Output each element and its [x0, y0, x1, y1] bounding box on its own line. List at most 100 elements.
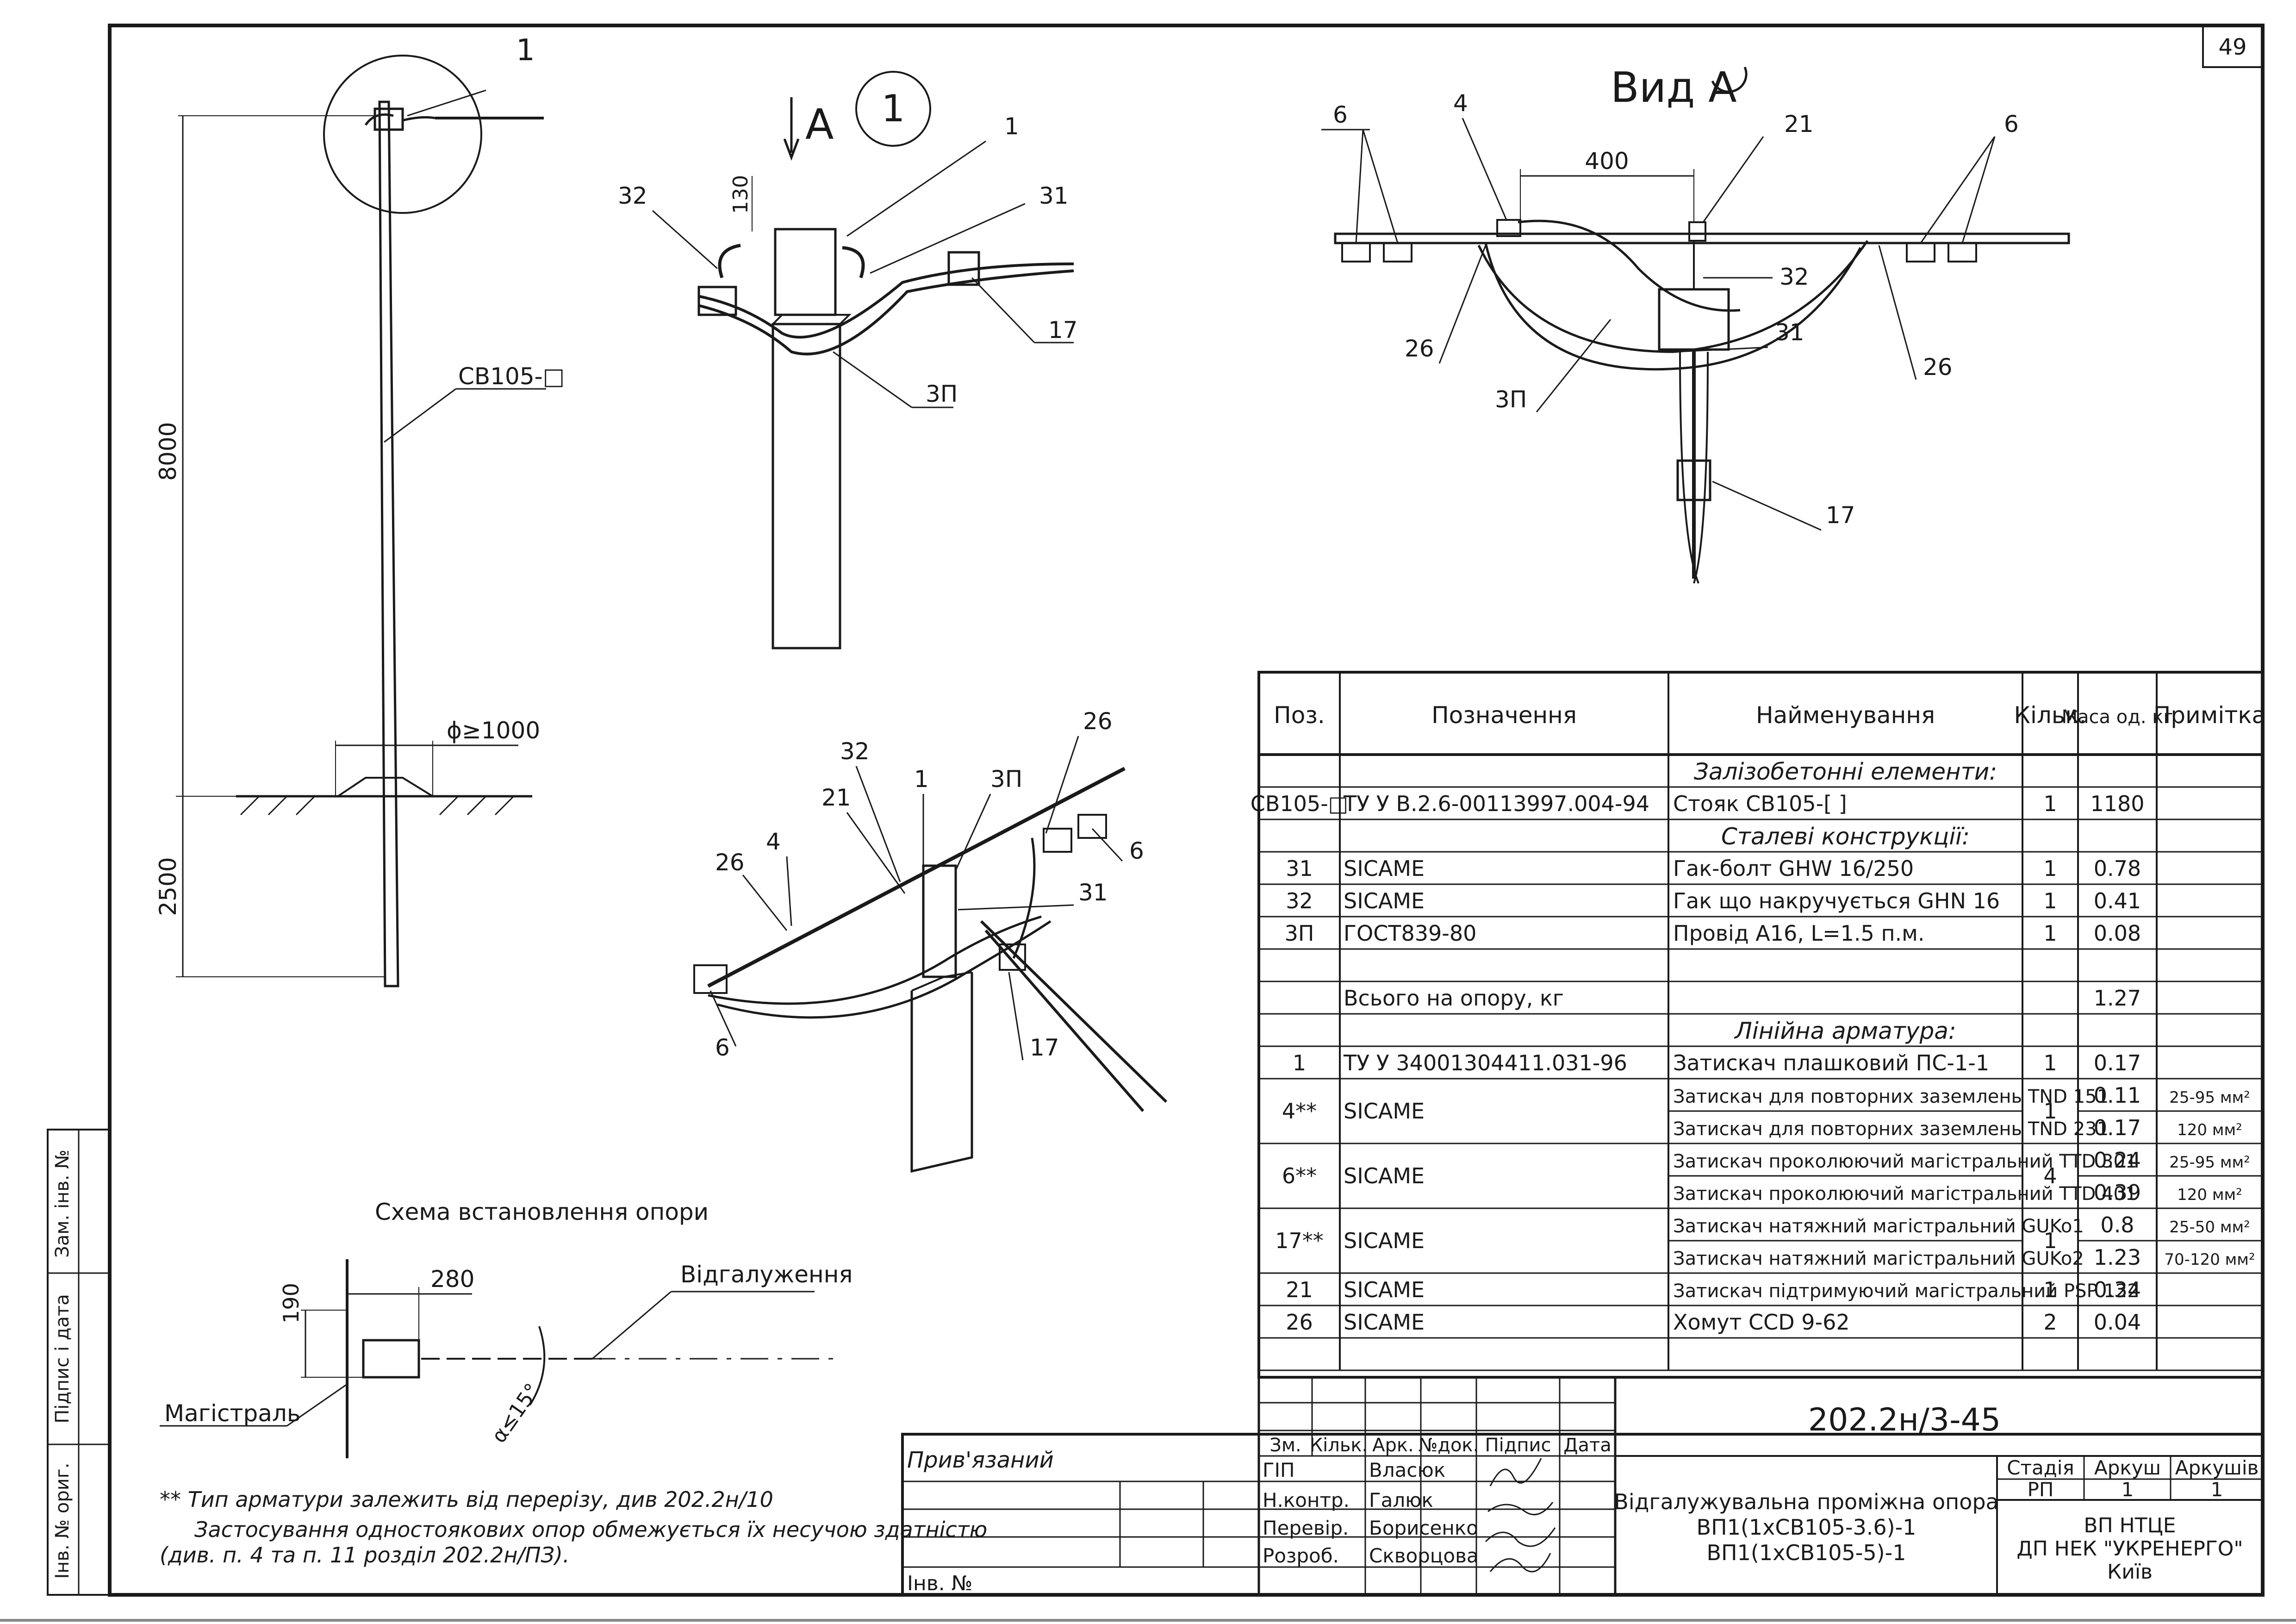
callout-3p-iso: 3П — [990, 766, 1022, 793]
note-3: (див. п. 4 та п. 11 розділ 202.2н/ПЗ). — [160, 1543, 570, 1568]
title-role: ГІП — [1263, 1459, 1295, 1481]
table-section-title: Сталеві конструкції: — [1721, 823, 1970, 850]
callout-17-detail: 17 — [1048, 317, 1078, 344]
sheet-value: 1 — [2122, 1478, 2134, 1501]
org-line-1: ВП НТЦЕ — [2084, 1514, 2176, 1537]
dim-400: 400 — [1585, 148, 1629, 175]
title-role: Розроб. — [1263, 1544, 1339, 1567]
callout-4-iso: 4 — [766, 828, 781, 855]
title-name: Власюк — [1369, 1459, 1445, 1481]
table-cell-qty: 1 — [2043, 1277, 2057, 1302]
table-cell-name: Провід А16, L=1.5 п.м. — [1673, 921, 1924, 946]
table-cell-note: 120 мм² — [2177, 1186, 2242, 1204]
view-arrow-label: A — [805, 100, 834, 149]
side-stamp-signature: Підпис і дата — [52, 1294, 73, 1424]
table-cell-pos: 26 — [1286, 1310, 1313, 1335]
dim-ground-diameter: ϕ≥1000 — [447, 717, 540, 744]
table-cell-mass: 0.8 — [2100, 1212, 2134, 1237]
title-role: Н.контр. — [1263, 1489, 1350, 1512]
table-cell-pos: 32 — [1286, 888, 1313, 913]
table-cell-qty: 1 — [2043, 791, 2057, 816]
table-cell-designation: Всього на опору, кг — [1344, 986, 1564, 1011]
table-cell-designation: SICAME — [1344, 1277, 1425, 1302]
notes: ** Тип арматури залежить від перерізу, д… — [160, 1487, 987, 1568]
table-cell-note: 120 мм² — [2177, 1121, 2242, 1139]
table-cell-pos: 31 — [1286, 856, 1313, 881]
table-cell-qty: 1 — [2043, 1050, 2057, 1075]
org-line-3: Київ — [2107, 1560, 2153, 1584]
table-cell-mass: 0.39 — [2094, 1180, 2141, 1205]
table-cell-designation: ТУ У 34001304411.031-96 — [1343, 1050, 1627, 1075]
sheet-head: Аркуш — [2094, 1456, 2161, 1479]
scheme-main-label: Магістраль — [164, 1400, 300, 1427]
sheets-head: Аркушів — [2175, 1456, 2259, 1479]
org-line-2: ДП НЕК "УКРЕНЕРГО" — [2016, 1537, 2243, 1561]
table-cell-mass: 0.17 — [2094, 1050, 2141, 1075]
table-cell-qty: 2 — [2043, 1310, 2057, 1335]
inv-no-label: Інв. № — [907, 1572, 972, 1595]
title-name: Борисенко — [1369, 1517, 1478, 1539]
callout-17-iso: 17 — [1030, 1034, 1059, 1061]
note-1: ** Тип арматури залежить від перерізу, д… — [160, 1487, 773, 1512]
title-col-head: №док. — [1419, 1435, 1479, 1456]
title-line-2: ВП1(1хСВ105-3.6)-1 — [1697, 1515, 1916, 1540]
title-role: Перевір. — [1263, 1517, 1349, 1539]
table-header: Маса од. кг — [2062, 706, 2173, 728]
table-header: Кільк. — [2014, 702, 2087, 729]
side-stamp-inv: Інв. № ориг. — [52, 1463, 73, 1579]
table-cell-designation: SICAME — [1344, 888, 1425, 913]
table-cell-qty: 1 — [2043, 1099, 2057, 1124]
table-cell-name: Затискач для повторних заземлень TND 151 — [1673, 1086, 2109, 1107]
scheme-title: Схема встановлення опори — [375, 1199, 709, 1225]
dim-8000: 8000 — [155, 422, 181, 481]
table-cell-pos: 17** — [1275, 1228, 1324, 1253]
table-cell-qty: 1 — [2043, 921, 2057, 946]
table-cell-designation: ГОСТ839-80 — [1344, 921, 1476, 946]
table-cell-pos: СВ105-□ — [1251, 791, 1349, 816]
table-cell-name: Гак що накручується GHN 16 — [1673, 888, 2000, 913]
table-header: Найменування — [1756, 702, 1935, 729]
table-cell-designation: SICAME — [1344, 856, 1425, 881]
table-cell-qty: 4 — [2043, 1163, 2057, 1188]
dim-2500: 2500 — [155, 857, 181, 916]
table-section-title: Лінійна арматура: — [1734, 1018, 1956, 1044]
table-cell-mass: 0.78 — [2094, 856, 2141, 881]
callout-32-iso: 32 — [840, 738, 870, 765]
table-cell-name: Затискач натяжний магістральний GUKo1 — [1673, 1216, 2084, 1237]
dim-190: 190 — [279, 1283, 304, 1324]
stage-head: Стадія — [2007, 1456, 2074, 1479]
callout-6-left: 6 — [1333, 101, 1348, 128]
table-cell-pos: 3П — [1285, 921, 1314, 946]
detail-1-drawing: 1 A 130 32 1 31 17 3П — [618, 71, 1078, 650]
title-col-head: Арк. — [1372, 1435, 1414, 1456]
table-cell-mass: 0.41 — [2094, 888, 2141, 913]
table-header: Примітка — [2153, 702, 2266, 729]
title-line-3: ВП1(1хСВ105-5)-1 — [1706, 1540, 1906, 1565]
title-col-head: Кільк. — [1310, 1435, 1368, 1456]
title-name: Галюк — [1369, 1489, 1433, 1512]
table-cell-mass: 1.23 — [2094, 1245, 2141, 1270]
sheet-number: 49 — [2218, 34, 2246, 60]
table-cell-name: Гак-болт GHW 16/250 — [1673, 856, 1914, 881]
sheets-value: 1 — [2211, 1478, 2223, 1501]
callout-32-view: 32 — [1780, 263, 1809, 290]
callout-32-detail: 32 — [618, 182, 647, 209]
table-section-title: Залізобетонні елементи: — [1694, 758, 1997, 785]
table-cell-name: Хомут CCD 9-62 — [1673, 1310, 1850, 1335]
title-col-head: Зм. — [1269, 1435, 1301, 1456]
table-cell-name: Затискач плашковий ПС-1-1 — [1673, 1050, 1989, 1075]
callout-26-iso-left: 26 — [715, 849, 745, 876]
callout-1-detail: 1 — [1004, 113, 1019, 140]
isometric-drawing: 32 1 3П 21 4 26 26 6 31 17 6 — [693, 708, 1168, 1173]
table-cell-qty: 1 — [2043, 888, 2057, 913]
title-name: Скворцова — [1369, 1544, 1479, 1567]
table-cell-designation: SICAME — [1344, 1163, 1425, 1188]
callout-6-iso-right: 6 — [1129, 837, 1144, 864]
table-cell-mass: 0.11 — [2094, 1083, 2141, 1108]
dim-130: 130 — [729, 175, 753, 214]
table-cell-mass: 0.04 — [2094, 1310, 2141, 1335]
callout-26-iso-right: 26 — [1083, 708, 1113, 735]
table-cell-designation: SICAME — [1344, 1228, 1425, 1253]
